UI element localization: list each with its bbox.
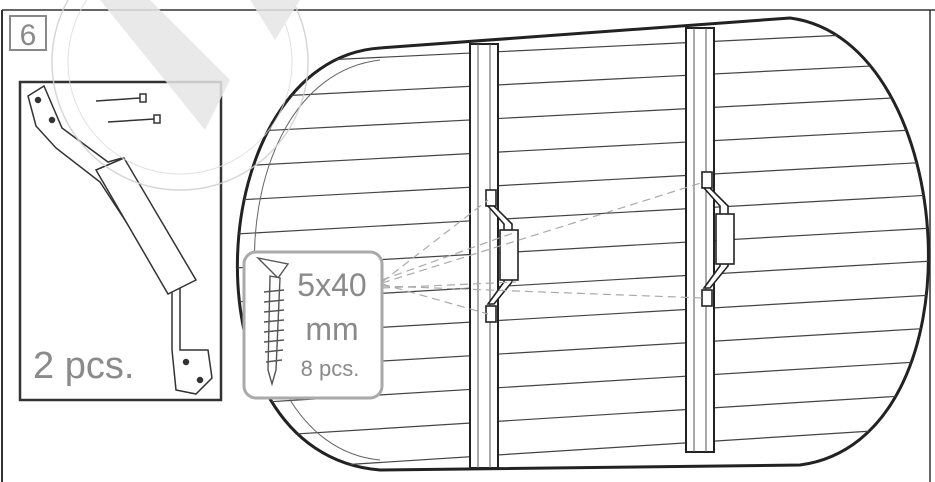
screw-quantity-label: 8 pcs. (301, 356, 360, 381)
parts-box: 2 pcs. (18, 80, 223, 402)
support-rail-right (685, 27, 715, 453)
screw-callout: 5x40 mm 8 pcs. (242, 250, 384, 400)
wood-screw-icon (255, 256, 290, 387)
bracket-installed-left (485, 189, 519, 323)
step-number: 6 (20, 19, 37, 52)
callout-leader-lines (381, 181, 705, 315)
logo-watermark (51, 0, 309, 191)
step-number-box: 6 (9, 15, 47, 52)
table-top (236, 16, 930, 472)
parts-quantity-label: 2 pcs. (33, 345, 134, 387)
bracket-with-screws-icon (27, 84, 213, 395)
support-rail-left (469, 43, 499, 469)
bracket-installed-right (701, 171, 735, 307)
screw-size-label: 5x40 (297, 267, 366, 303)
screw-unit-label: mm (305, 311, 358, 347)
